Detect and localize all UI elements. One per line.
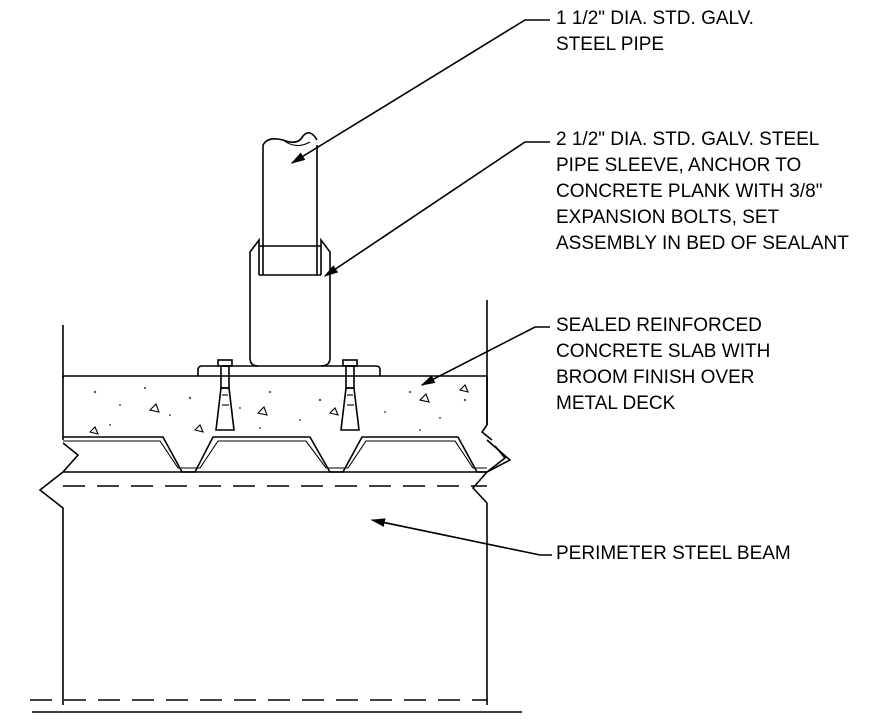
callout-slab: SEALED REINFORCED CONCRETE SLAB WITH BRO… — [556, 313, 770, 417]
callout-slab-line-2: CONCRETE SLAB WITH — [556, 341, 771, 362]
callout-pipe: 1 1/2" DIA. STD. GALV. STEEL PIPE — [556, 6, 754, 58]
callout-sleeve-line-3: CONCRETE PLANK WITH 3/8" — [556, 181, 823, 202]
callout-sleeve-line-4: EXPANSION BOLTS, SET — [556, 207, 780, 228]
callout-slab-line-4: METAL DECK — [556, 393, 676, 414]
callout-beam: PERIMETER STEEL BEAM — [556, 541, 791, 567]
callout-sleeve-line-5: ASSEMBLY IN BED OF SEALANT — [556, 233, 849, 254]
pipe-sleeve — [249, 237, 331, 367]
base-plate — [197, 365, 381, 376]
callout-pipe-line-1: 1 1/2" DIA. STD. GALV. — [556, 8, 754, 29]
metal-deck — [63, 436, 507, 473]
leader-slab — [420, 326, 550, 386]
steel-pipe — [259, 132, 321, 276]
callout-pipe-line-2: STEEL PIPE — [556, 34, 665, 55]
leader-pipe — [290, 19, 550, 164]
callout-sleeve: 2 1/2" DIA. STD. GALV. STEEL PIPE SLEEVE… — [556, 127, 881, 257]
callout-sleeve-line-2: PIPE SLEEVE, ANCHOR TO — [556, 155, 802, 176]
callout-beam-line-1: PERIMETER STEEL BEAM — [556, 543, 791, 564]
leader-beam — [370, 518, 552, 556]
expansion-bolt-left — [215, 359, 235, 431]
leader-sleeve — [323, 141, 550, 277]
concrete-slab — [62, 375, 493, 441]
callout-slab-line-1: SEALED REINFORCED — [556, 315, 762, 336]
callout-sleeve-line-1: 2 1/2" DIA. STD. GALV. STEEL — [556, 129, 820, 150]
perimeter-steel-beam — [30, 439, 522, 713]
wall-outline — [62, 300, 488, 705]
expansion-bolt-right — [340, 359, 360, 431]
callout-slab-line-3: BROOM FINISH OVER — [556, 367, 755, 388]
concrete-aggregate — [88, 384, 469, 435]
